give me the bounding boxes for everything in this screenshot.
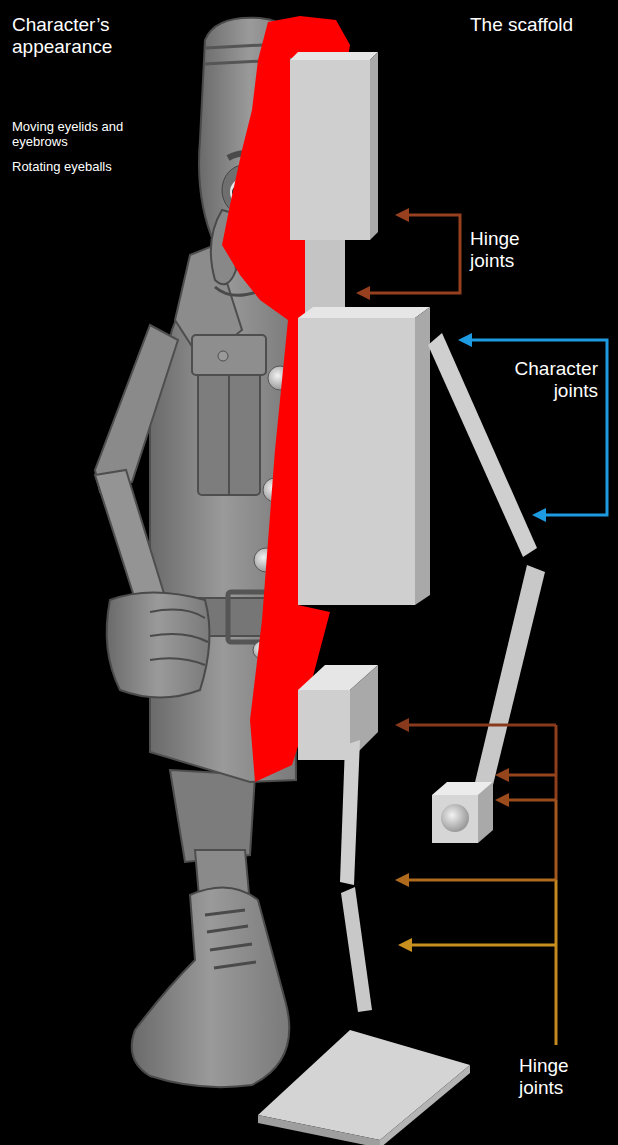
shoe bbox=[132, 888, 290, 1088]
bracket-line bbox=[470, 340, 607, 515]
arrow-head bbox=[532, 508, 546, 522]
bracket-line bbox=[368, 215, 460, 293]
head-block-top bbox=[290, 52, 378, 60]
upper-arm bbox=[95, 325, 178, 492]
torso-block-side bbox=[415, 307, 430, 605]
joint-label: Hinge joints bbox=[519, 1055, 589, 1099]
pocket-flap bbox=[192, 335, 266, 375]
arrow-line bbox=[507, 774, 556, 777]
feature-note: Moving eyelids and eyebrows bbox=[12, 120, 132, 150]
joint-label: Hinge joints bbox=[470, 228, 540, 272]
hand-cube-side bbox=[478, 782, 493, 843]
bracket-line bbox=[555, 880, 558, 1045]
arrow-head bbox=[495, 793, 509, 807]
foot-plate-edge bbox=[258, 1115, 380, 1145]
section-heading: The scaffold bbox=[470, 14, 610, 36]
arrow-line bbox=[410, 944, 556, 947]
shin-bar bbox=[341, 887, 372, 1012]
head-block-side bbox=[370, 52, 378, 240]
arrow-head bbox=[395, 718, 409, 732]
arrow-line bbox=[507, 799, 556, 802]
pocket-button bbox=[218, 351, 228, 361]
shoe-laces bbox=[205, 910, 256, 968]
trouser-leg bbox=[170, 770, 255, 862]
pelvis-block bbox=[298, 690, 350, 760]
head-block bbox=[290, 60, 370, 240]
arrow-head bbox=[356, 286, 370, 300]
torso-block-top bbox=[298, 307, 430, 318]
arrow-head bbox=[458, 333, 472, 347]
section-heading: Character’s appearance bbox=[12, 14, 152, 58]
arrow-head bbox=[395, 873, 409, 887]
arrow-head bbox=[398, 938, 412, 952]
arrow-head bbox=[495, 768, 509, 782]
hand-ball bbox=[441, 804, 469, 832]
feature-note: Rotating eyeballs bbox=[12, 160, 112, 175]
joint-label: Character joints bbox=[480, 358, 598, 402]
arrow-head bbox=[395, 208, 409, 222]
arrow-line bbox=[407, 879, 556, 882]
arrow-line bbox=[407, 724, 556, 727]
bracket-line bbox=[555, 725, 558, 800]
torso-block bbox=[298, 318, 415, 605]
thigh-bar bbox=[340, 740, 360, 885]
pocket-seam bbox=[228, 375, 230, 495]
hand-cube bbox=[432, 795, 478, 843]
bracket-line bbox=[555, 800, 558, 880]
foot-plate-side bbox=[380, 1065, 470, 1145]
finger-lines bbox=[150, 610, 208, 665]
fist bbox=[107, 593, 210, 698]
